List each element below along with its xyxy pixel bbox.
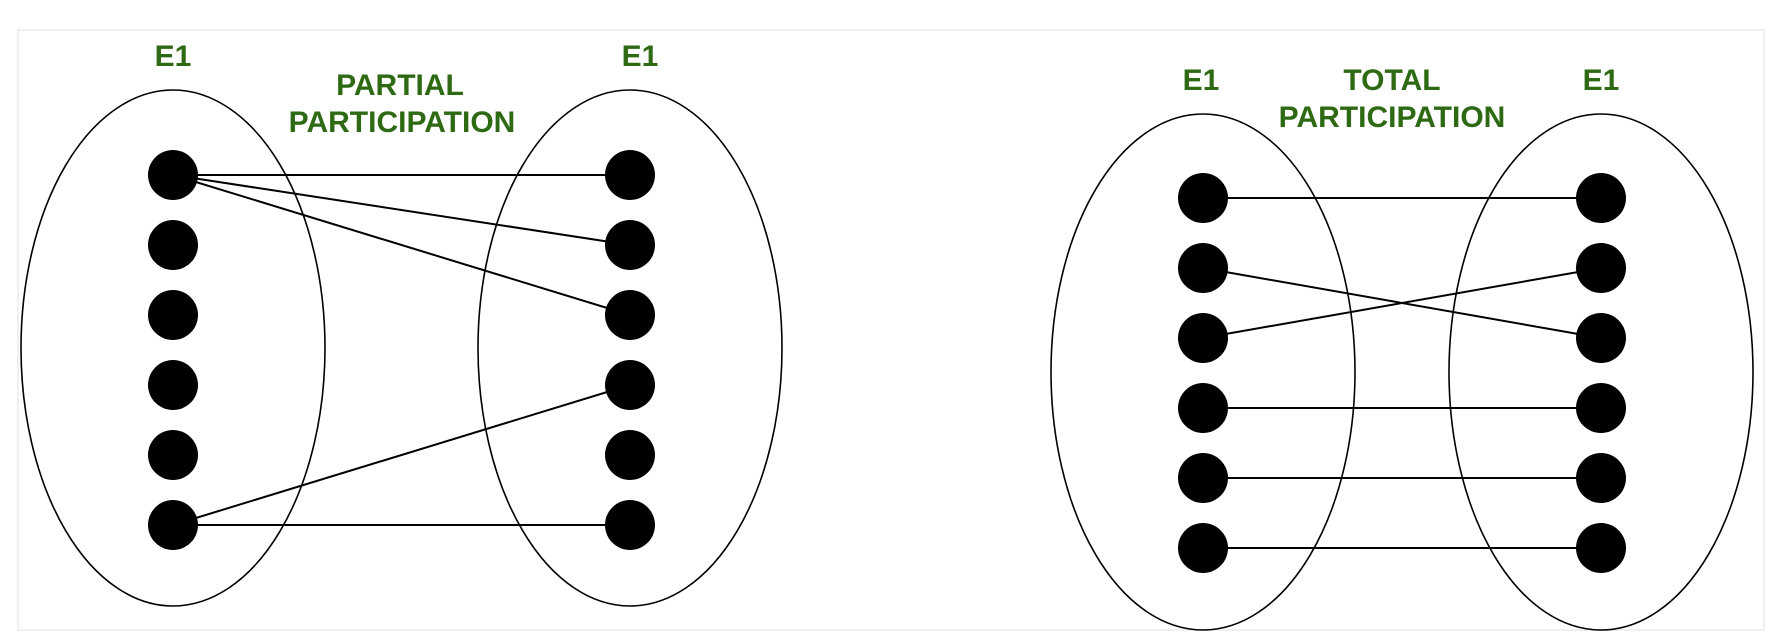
left-entity-set-ellipse: [1050, 113, 1356, 631]
entity-dots: [1178, 173, 1626, 573]
relationship-link: [172, 384, 631, 526]
right-entity-dot: [1576, 453, 1626, 503]
partial-participation-diagram: E1 E1 PARTIAL PARTICIPATION: [20, 40, 783, 607]
left-entity-dot: [148, 220, 198, 270]
right-entity-dot: [1576, 173, 1626, 223]
right-entity-dot: [605, 290, 655, 340]
left-entity-dot: [148, 150, 198, 200]
right-entity-set-label: E1: [622, 40, 659, 73]
left-entity-dot: [1178, 383, 1228, 433]
right-entity-dot: [1576, 383, 1626, 433]
right-entity-dot: [605, 220, 655, 270]
diagram-frame: [17, 29, 1765, 631]
right-entity-dot: [1576, 523, 1626, 573]
relationship-link: [172, 174, 631, 316]
right-entity-set-ellipse: [1448, 113, 1754, 631]
right-entity-set-label: E1: [1583, 64, 1620, 97]
left-entity-set-label: E1: [1183, 64, 1220, 97]
left-entity-dot: [148, 290, 198, 340]
entity-dots: [148, 150, 655, 550]
right-entity-set-ellipse: [477, 89, 783, 607]
left-entity-dot: [148, 360, 198, 410]
left-entity-set-label: E1: [155, 40, 192, 73]
relationship-links: [1202, 197, 1602, 549]
diagram-title-line-1: PARTIAL: [336, 69, 464, 102]
right-entity-dot: [605, 430, 655, 480]
left-entity-set-ellipse: [20, 89, 326, 607]
right-entity-dot: [605, 500, 655, 550]
diagram-title-line-1: TOTAL: [1343, 64, 1440, 97]
left-entity-dot: [1178, 453, 1228, 503]
relationship-link: [172, 174, 631, 246]
diagram-title-line-2: PARTICIPATION: [289, 106, 516, 139]
right-entity-dot: [1576, 243, 1626, 293]
left-entity-dot: [1178, 243, 1228, 293]
left-entity-dot: [1178, 173, 1228, 223]
right-entity-dot: [605, 150, 655, 200]
left-entity-dot: [1178, 523, 1228, 573]
total-participation-diagram: E1 E1 TOTAL PARTICIPATION: [1050, 64, 1754, 631]
relationship-link: [1202, 267, 1602, 339]
relationship-links: [172, 174, 631, 526]
left-entity-dot: [1178, 313, 1228, 363]
diagram-title-line-2: PARTICIPATION: [1279, 101, 1506, 134]
left-entity-dot: [148, 430, 198, 480]
right-entity-dot: [605, 360, 655, 410]
right-entity-dot: [1576, 313, 1626, 363]
left-entity-dot: [148, 500, 198, 550]
